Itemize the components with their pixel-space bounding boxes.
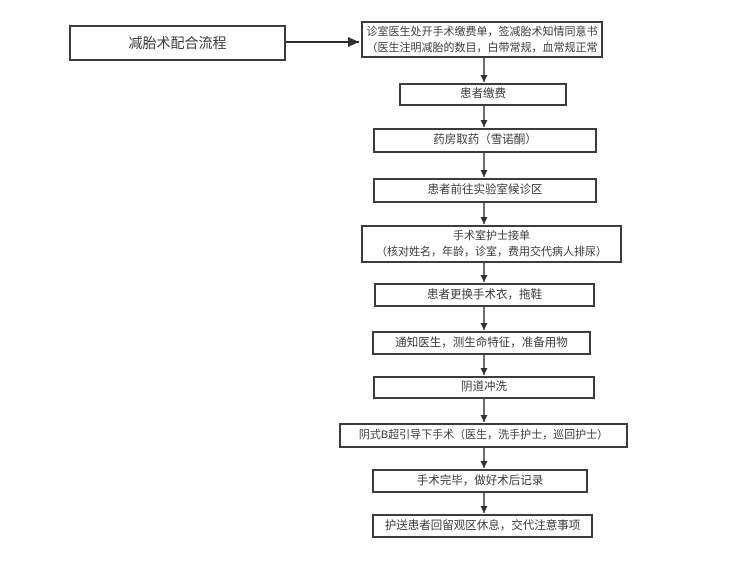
flow-step-change-surgical-gown: 患者更换手术衣，拖鞋 [374,283,595,307]
flow-step-postop-record: 手术完毕，做好术后记录 [372,469,588,493]
flow-step-escort-to-observation: 护送患者回留观区休息，交代注意事项 [372,514,593,538]
flow-step-pharmacy-pickup-medication: 药房取药（雪诺酮） [373,128,597,153]
flow-step-patient-payment: 患者缴费 [399,83,567,106]
flow-title-box: 减胎术配合流程 [69,25,286,61]
flow-step-lab-waiting-area: 患者前往实验室候诊区 [373,178,597,203]
flow-step-or-nurse-receives-order: 手术室护士接单 （核对姓名，年龄，诊室，费用交代病人排尿） [361,225,622,263]
flow-step-issue-payment-slip-consent: 诊室医生处开手术缴费单，签减胎术知情同意书 （医生注明减胎的数目，白带常规，血常… [361,21,603,58]
flow-step-vaginal-irrigation: 阴道冲洗 [373,376,595,399]
flow-step-notify-doctor-vital-signs: 通知医生，测生命特征，准备用物 [372,331,591,355]
flow-step-ultrasound-guided-surgery: 阴式B超引导下手术（医生，洗手护士，巡回护士） [339,423,628,448]
